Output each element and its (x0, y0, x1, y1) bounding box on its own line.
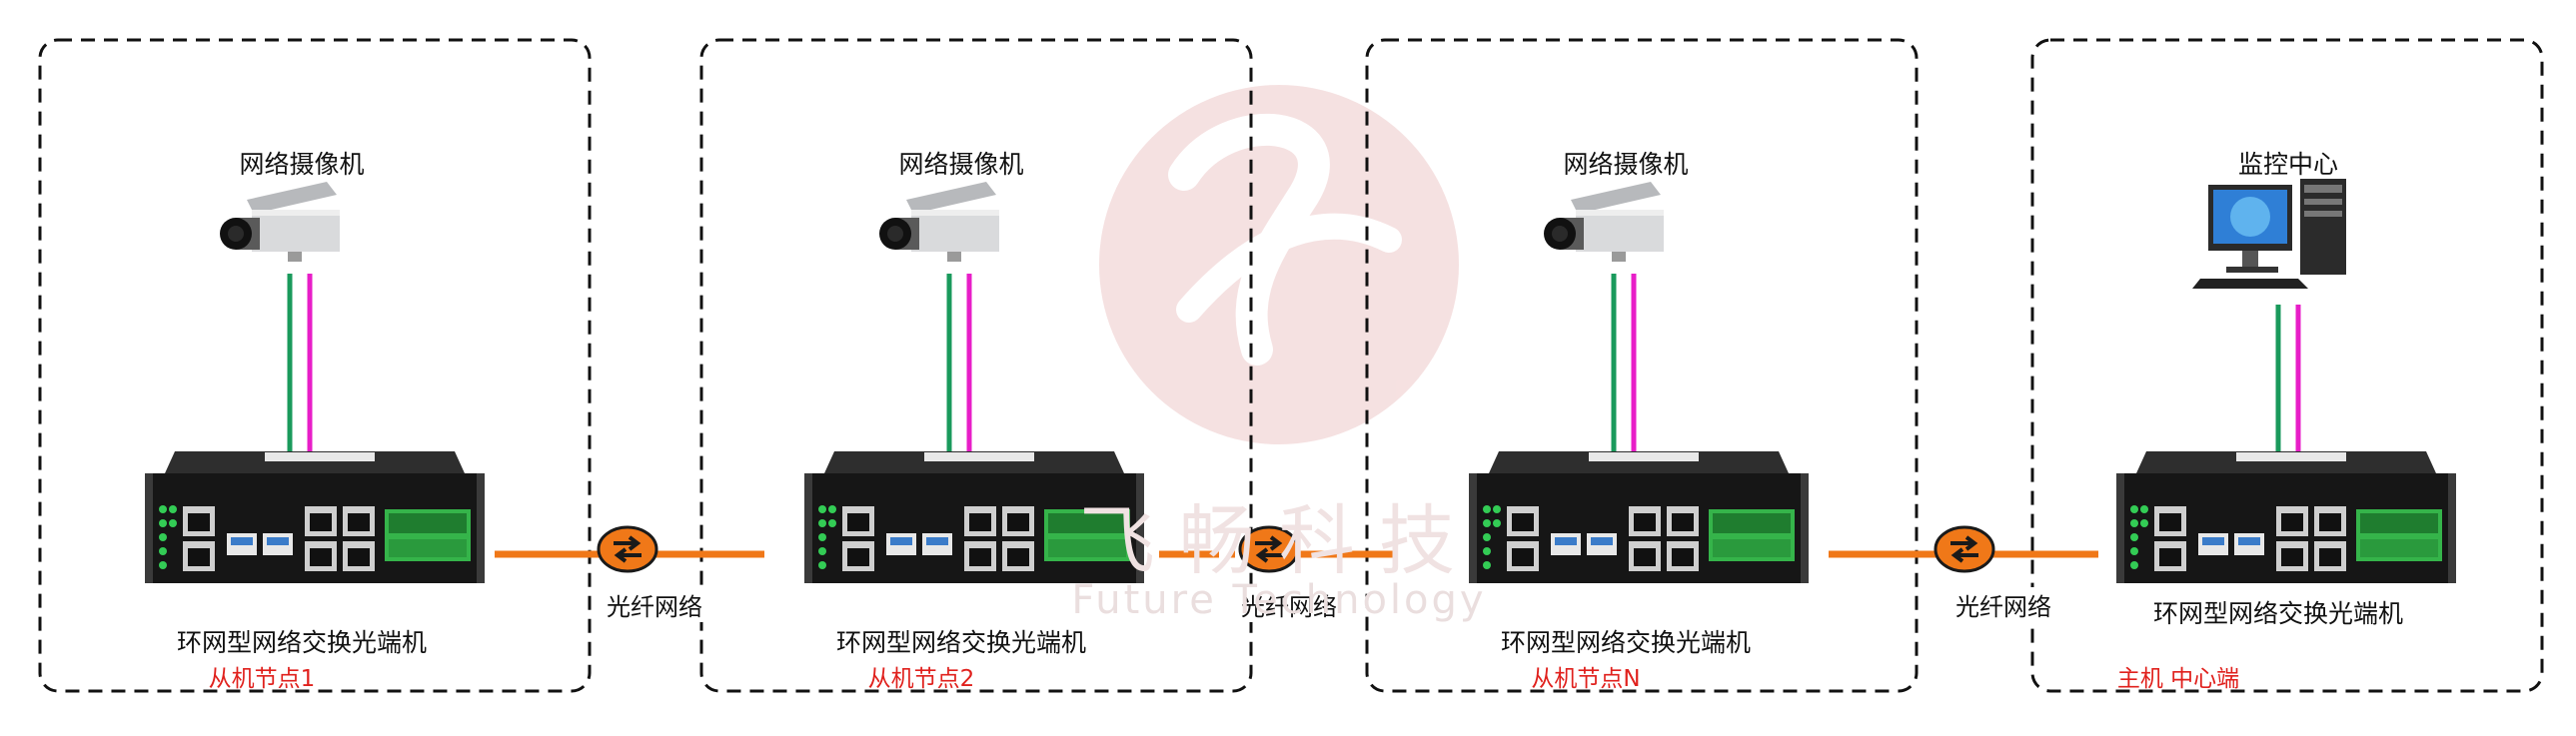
node-boundary-2 (699, 38, 1253, 693)
device-label: 网络摄像机 (239, 150, 365, 179)
node-role-label: 从机节点N (1531, 666, 1641, 692)
node-boundary-4 (2030, 38, 2544, 693)
fiber-transceiver-icon (597, 525, 658, 573)
ip-camera-icon (879, 182, 999, 262)
device-label: 网络摄像机 (898, 150, 1024, 179)
node-boundary-1 (38, 38, 592, 693)
ip-camera-icon (1544, 182, 1664, 262)
watermark-logo (1099, 85, 1459, 444)
node-role-label: 主机 中心端 (2116, 666, 2240, 692)
monitoring-pc-icon (2192, 179, 2346, 289)
switch-label: 环网型网络交换光端机 (835, 628, 1087, 657)
switch-label: 环网型网络交换光端机 (176, 628, 428, 657)
ip-camera-icon (220, 182, 340, 262)
ring-switch-icon (2116, 451, 2456, 583)
fiber-links (495, 525, 2098, 573)
watermark-english: Future Technology (1071, 577, 1487, 623)
device-label: 网络摄像机 (1563, 150, 1689, 179)
ring-switch-icon (145, 451, 485, 583)
switch-label: 环网型网络交换光端机 (2152, 599, 2404, 628)
fiber-transceiver-icon (1933, 525, 1995, 573)
switch-label: 环网型网络交换光端机 (1500, 628, 1752, 657)
device-label: 监控中心 (2237, 150, 2339, 179)
node-role-label: 从机节点1 (208, 666, 316, 692)
node-role-label: 从机节点2 (867, 666, 975, 692)
nodes-layer (145, 179, 2456, 583)
fiber-network-label: 光纤网络 (605, 587, 704, 622)
fiber-network-label: 光纤网络 (1239, 587, 1339, 622)
node-boundary-3 (1365, 38, 1919, 693)
ring-switch-icon (1469, 451, 1809, 583)
watermark-chinese: 飞畅科技 (1079, 496, 1479, 585)
fiber-network-label: 光纤网络 (1953, 587, 2053, 622)
node-boundaries (38, 38, 2544, 693)
